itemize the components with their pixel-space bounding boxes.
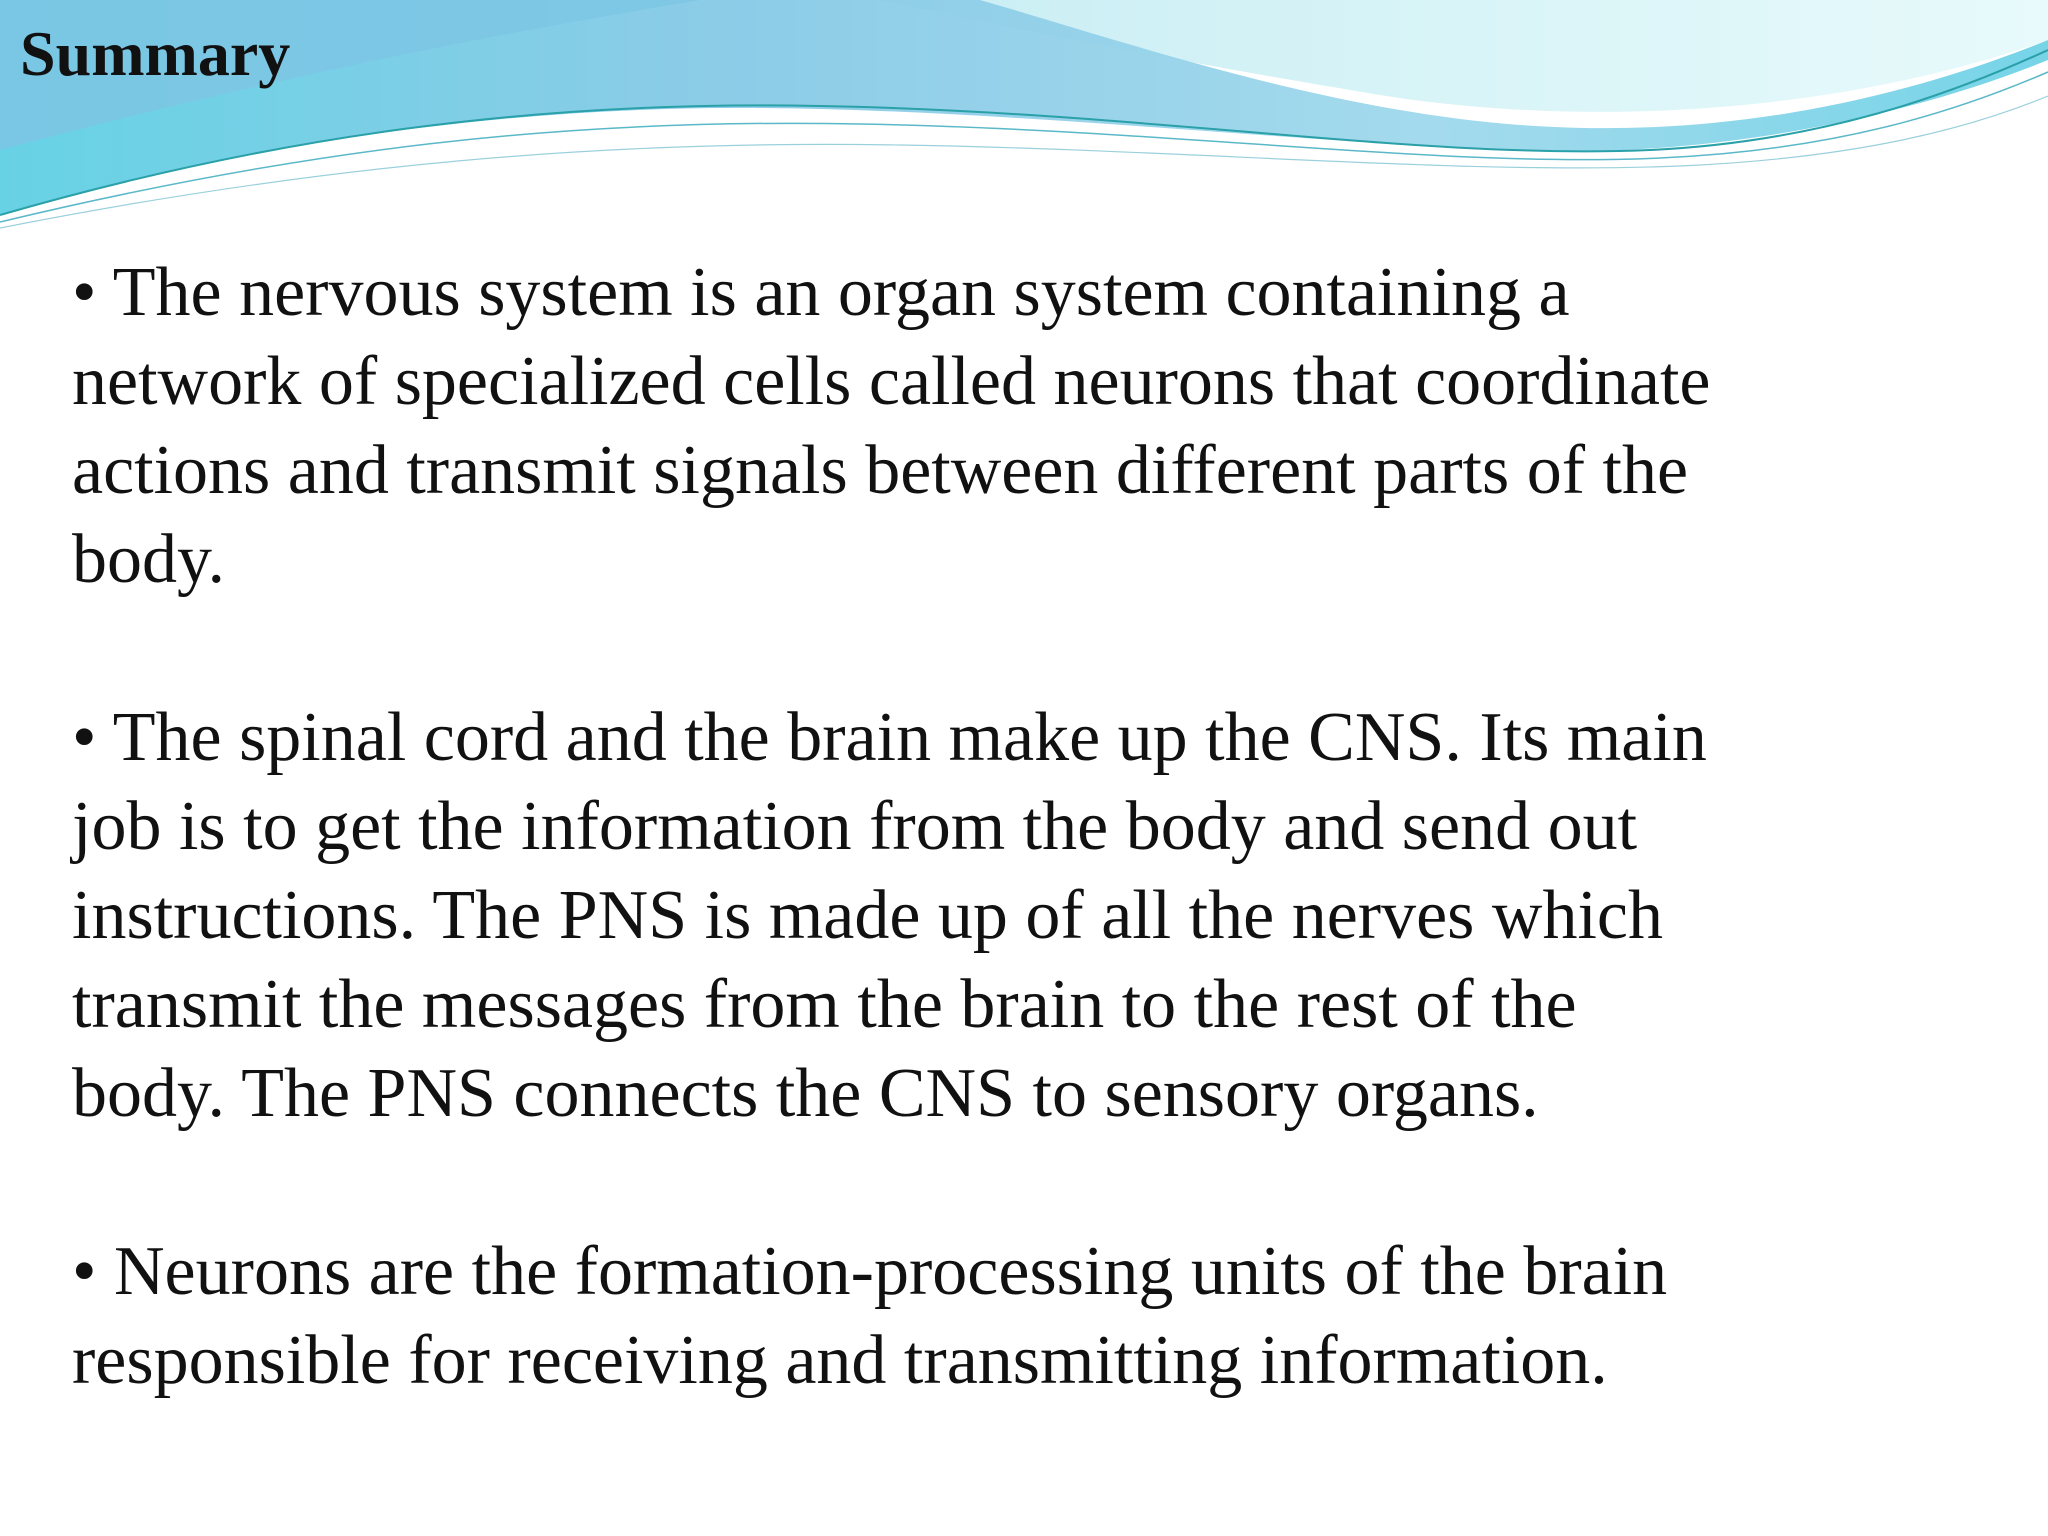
wave-main-band <box>0 0 2048 215</box>
bullet-item-cns-pns: • The spinal cord and the brain make up … <box>72 699 1707 1132</box>
wave-line-3 <box>0 95 2048 229</box>
wave-light-band <box>880 0 2048 112</box>
bullet-list: • The nervous system is an organ system … <box>72 248 2012 1405</box>
wave-line-1 <box>0 49 2048 216</box>
slide-title: Summary <box>20 18 291 89</box>
bullet-item-nervous-system: • The nervous system is an organ system … <box>72 254 1711 598</box>
header-wave-decoration <box>0 0 2048 229</box>
wave-left-fill <box>0 0 700 150</box>
wave-line-2 <box>0 71 2048 223</box>
bullet-item-neurons: • Neurons are the formation-processing u… <box>72 1233 1668 1399</box>
